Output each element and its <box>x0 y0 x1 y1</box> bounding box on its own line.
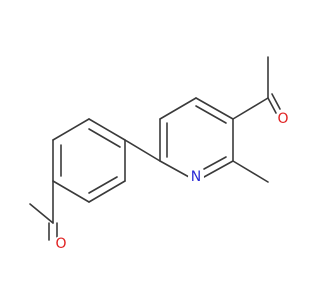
bond-pyr-n-c2 <box>203 160 234 178</box>
pyridine-ring <box>159 97 234 178</box>
benzene-ring <box>52 118 126 203</box>
bond-carbonyl-top-2 <box>271 93 281 110</box>
structure-canvas: N O O <box>29 56 291 252</box>
oxygen-label-top: O <box>277 111 288 127</box>
bond-bz-5-6 <box>88 180 126 203</box>
bond-bz-4-5 <box>52 180 90 203</box>
bond-acyl-bottom-methyl <box>29 203 54 224</box>
bond-pyr-c3-c4-inner <box>195 105 227 124</box>
bond-bz-2-3 <box>52 118 90 141</box>
acetyl-group-bottom <box>29 180 58 241</box>
atom-o-top: O <box>275 111 291 127</box>
bond-pyr-c3-c4 <box>195 97 234 120</box>
atom-o-top-bg <box>275 111 291 127</box>
atom-o-bottom-bg <box>53 236 69 252</box>
acetyl-group-top <box>232 56 281 120</box>
bond-bz-1-2 <box>88 118 126 141</box>
bond-pyr-c4-c5 <box>159 97 197 120</box>
nitrogen-label: N <box>191 169 201 185</box>
bond-bz-5-6-inner <box>88 176 118 194</box>
oxygen-label-bottom: O <box>55 236 66 252</box>
bond-pyr-c6-n <box>159 160 190 178</box>
bond-methyl <box>232 160 269 183</box>
atom-n-bg <box>188 169 204 185</box>
bond-acyl-top <box>232 97 269 120</box>
bond-biaryl <box>124 139 161 162</box>
bond-bz-1-2-inner <box>88 128 121 148</box>
bond-carbonyl-top-1 <box>267 97 277 114</box>
bond-pyr-n-c2-inner <box>203 156 227 170</box>
atom-n: N <box>188 169 204 185</box>
atom-o-bottom: O <box>53 236 69 252</box>
